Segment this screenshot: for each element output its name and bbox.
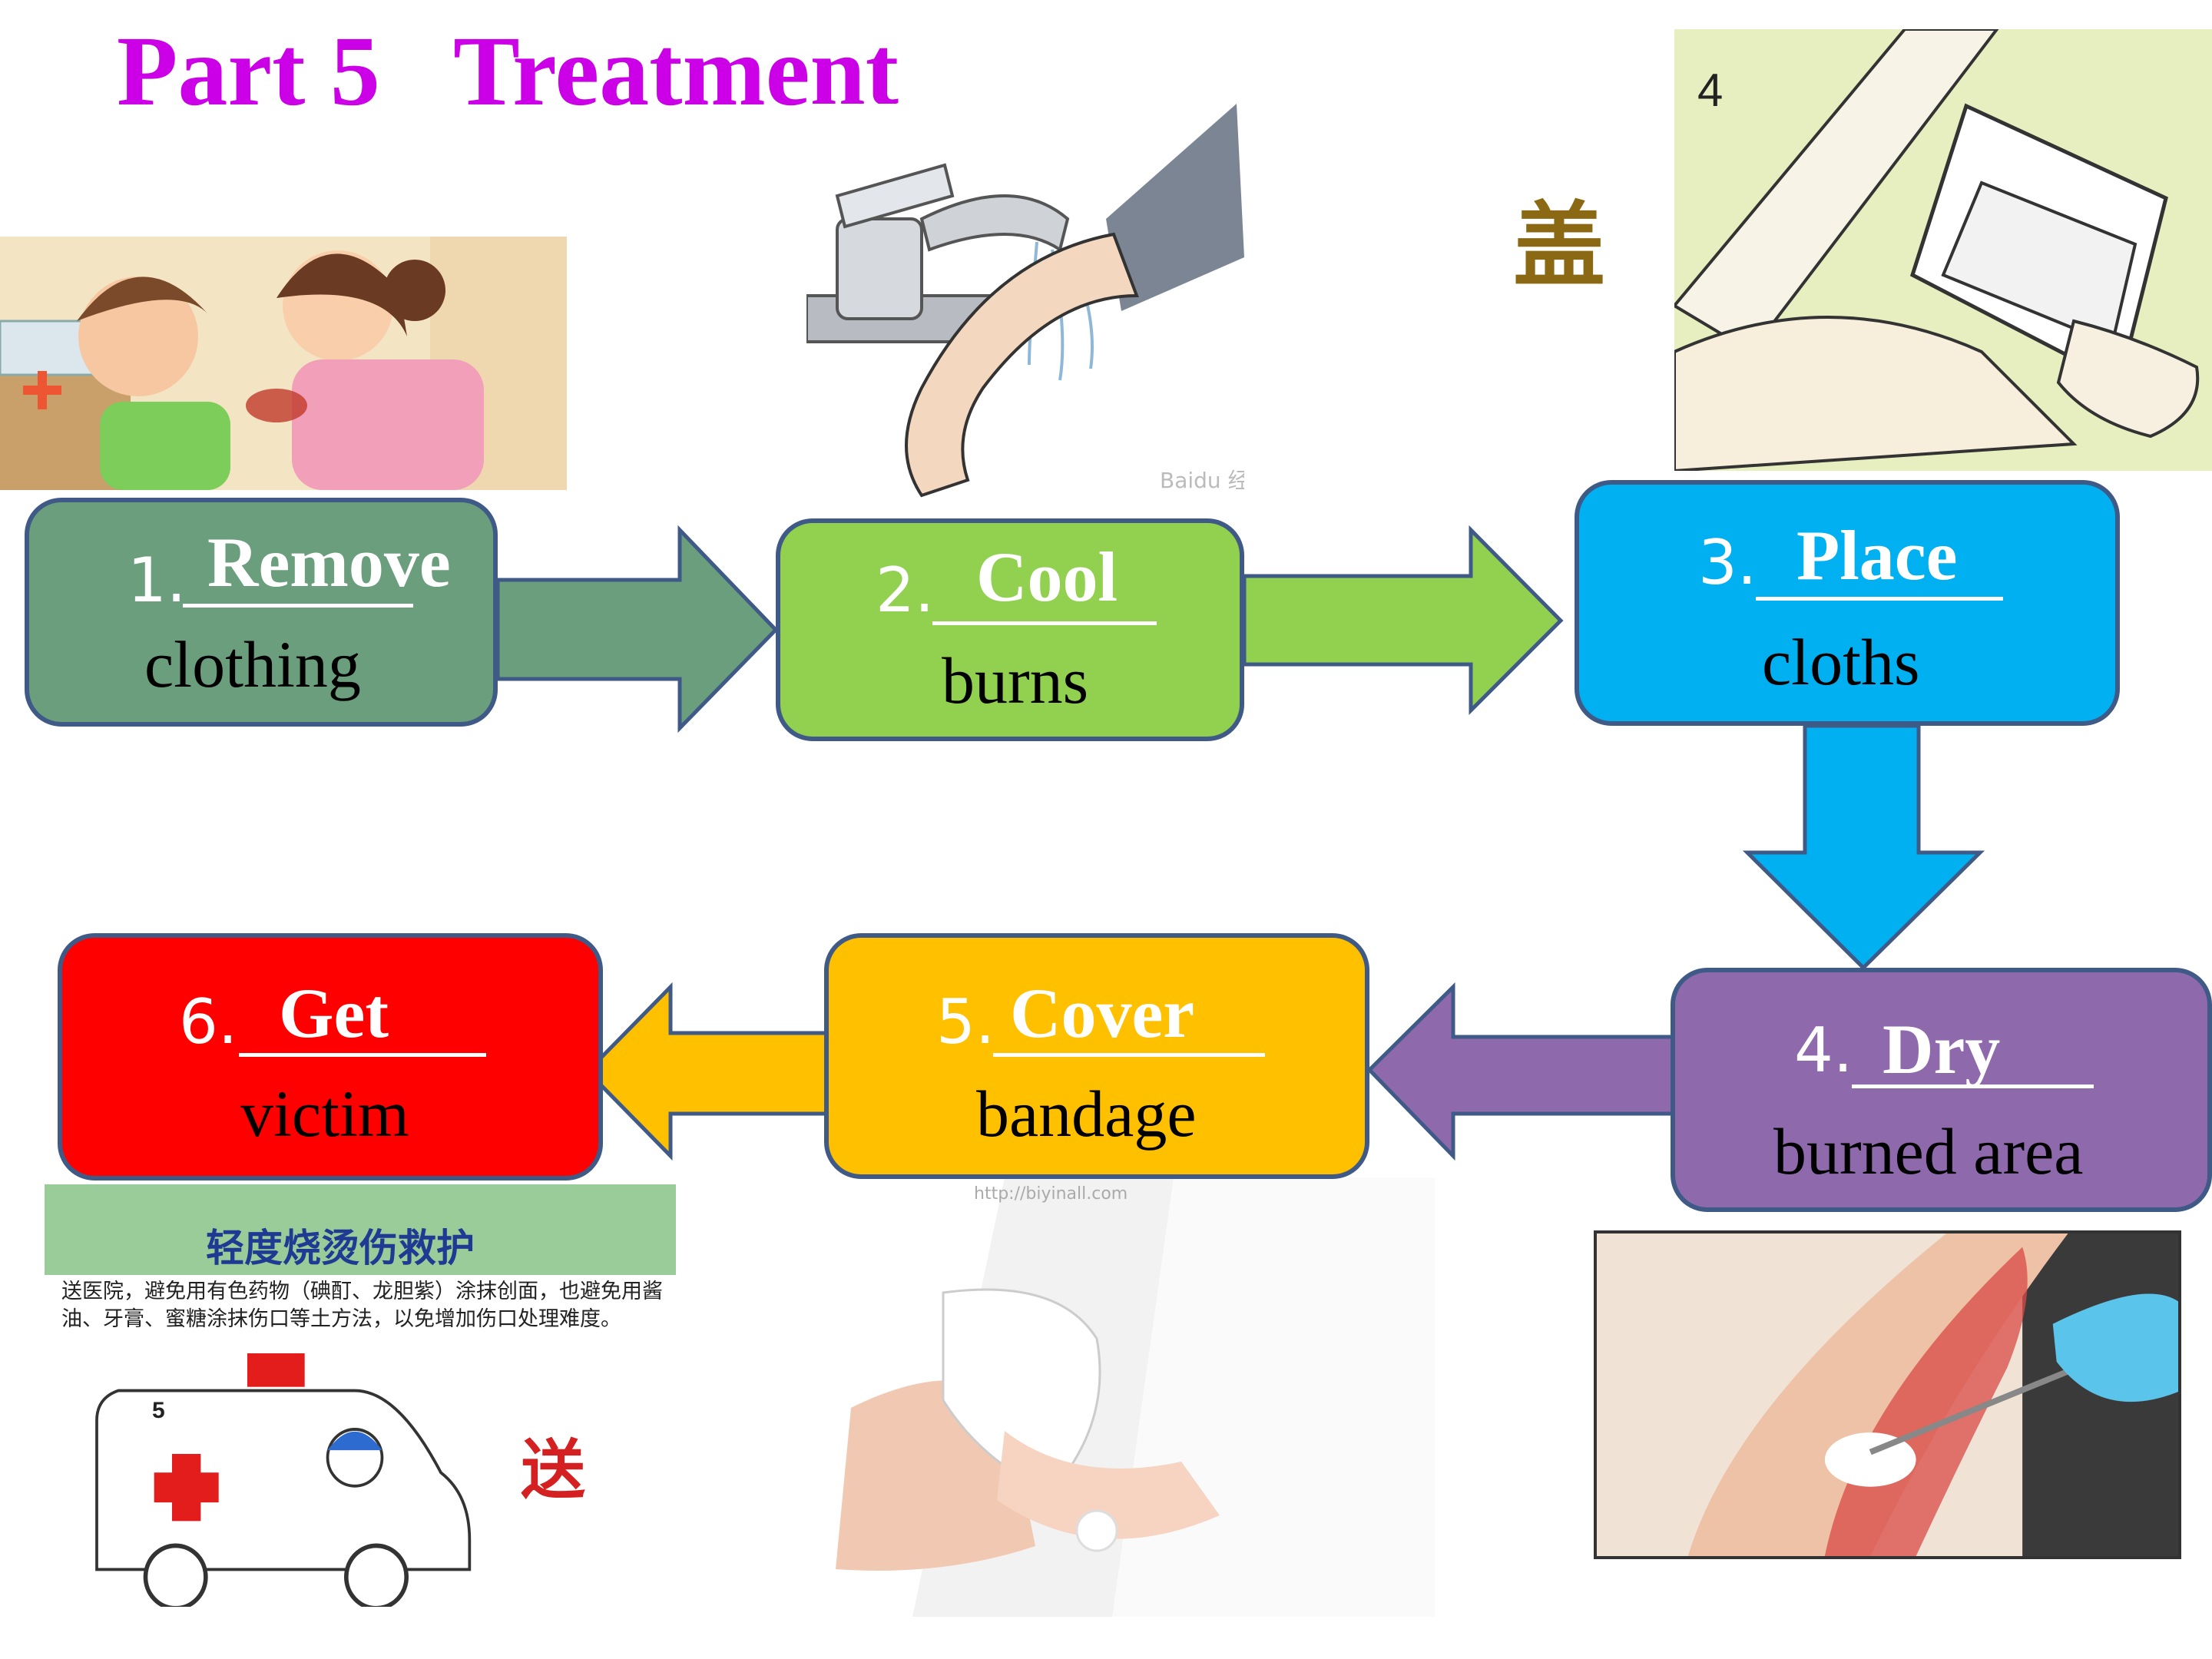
step-6-box: 6. Get victim <box>58 933 603 1181</box>
dry-burn-image <box>1594 1230 2181 1559</box>
step-4-number: 4. <box>1794 1015 1853 1086</box>
step-4-answer: Dry <box>1883 1010 2001 1088</box>
step-4-text: burned area <box>1773 1114 2084 1188</box>
step-5-text: bandage <box>976 1077 1197 1151</box>
ambulance-step-number: 5 <box>152 1398 165 1423</box>
step-5-answer: Cover <box>1010 974 1195 1052</box>
step-5-blank <box>993 1053 1265 1057</box>
step-6-answer: Get <box>279 974 389 1052</box>
place-cloth-image: 4 <box>1674 29 2212 471</box>
step-2-number: 2. <box>876 555 935 626</box>
step-1-number: 1. <box>127 545 187 616</box>
step-4-blank <box>1852 1084 2094 1088</box>
step-6-number: 6. <box>179 986 238 1058</box>
step-3-box: 3. Place cloths <box>1575 480 2120 726</box>
ambulance-heading: 轻度烧烫伤救护 <box>206 1226 475 1270</box>
step-3-text: cloths <box>1762 625 1920 699</box>
faucet-watermark: Baidu 经验 <box>1160 468 1244 493</box>
step-5-box: 5. Cover bandage <box>824 933 1369 1179</box>
step-2-answer: Cool <box>976 538 1118 616</box>
place-cloth-char: 盖 <box>1513 191 1605 300</box>
step-6-text: victim <box>240 1077 409 1151</box>
bandage-image: http://biyinall.com <box>774 1177 1435 1617</box>
step-3-number: 3. <box>1698 527 1757 598</box>
step-6-blank <box>239 1053 486 1057</box>
step-5-number: 5. <box>936 986 995 1058</box>
step-2-blank <box>932 621 1157 625</box>
ambulance-image: 轻度烧烫伤救护 送医院，避免用有色药物（碘酊、龙胆紫）涂抹创面，也避免用酱油、牙… <box>45 1184 676 1617</box>
step-1-answer: Remove <box>207 523 451 601</box>
bandage-watermark: http://biyinall.com <box>974 1184 1128 1204</box>
step-4-box: 4. Dry burned area <box>1671 968 2212 1212</box>
step-3-blank <box>1756 597 2003 601</box>
step-2-text: burns <box>942 644 1089 717</box>
arrow-1-to-2 <box>495 525 779 733</box>
arrow-2-to-3 <box>1242 525 1564 716</box>
cool-burn-faucet-image: Baidu 经验 <box>806 104 1244 518</box>
ambulance-body-text: 送医院，避免用有色药物（碘酊、龙胆紫）涂抹创面，也避免用酱油、牙膏、蜜糖涂抹伤口… <box>61 1280 663 1332</box>
step-2-box: 2. Cool burns <box>776 518 1244 741</box>
step-1-text: clothing <box>144 628 361 701</box>
ambulance-char: 送 <box>521 1432 586 1508</box>
arrow-4-to-5 <box>1366 982 1684 1161</box>
remove-clothing-image <box>0 237 567 490</box>
arrow-3-to-4 <box>1742 724 1985 971</box>
step-1-box: 1. Remove clothing <box>25 498 498 727</box>
ambulance-heading-bar <box>45 1184 676 1275</box>
step-3-answer: Place <box>1796 516 1958 594</box>
step-1-blank <box>183 604 413 608</box>
arrow-5-to-6 <box>584 982 832 1161</box>
place-cloth-step-number: 4 <box>1697 65 1724 116</box>
